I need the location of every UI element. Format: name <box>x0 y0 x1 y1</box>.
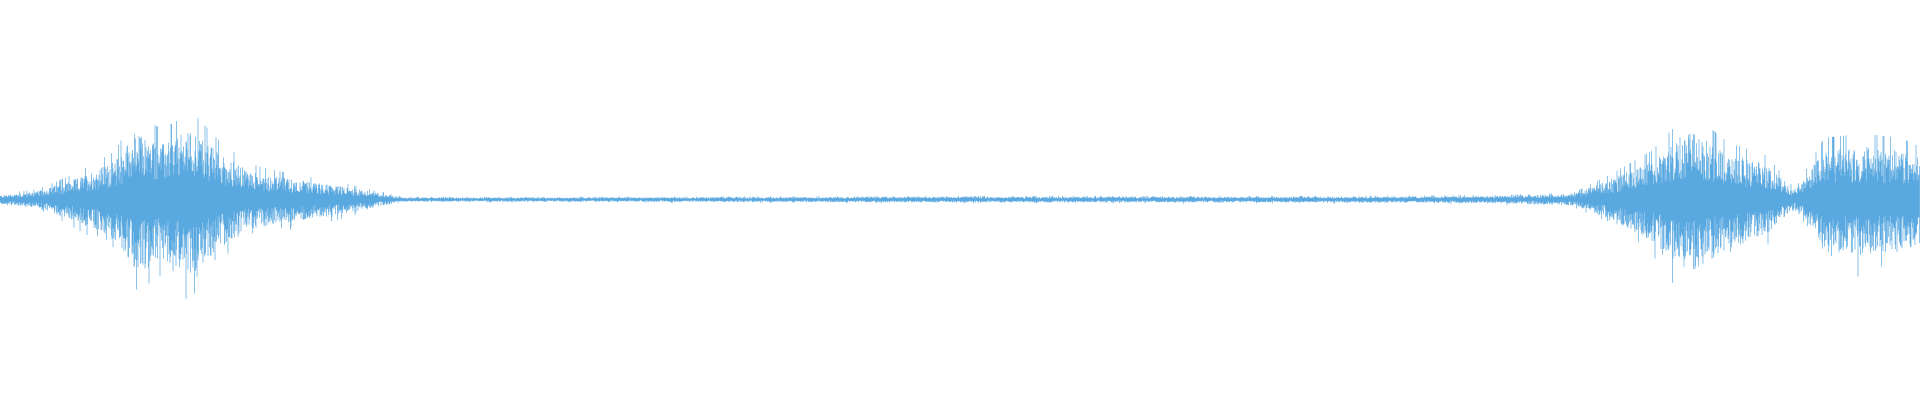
waveform-samples <box>0 117 1920 299</box>
waveform-path <box>0 117 1920 299</box>
